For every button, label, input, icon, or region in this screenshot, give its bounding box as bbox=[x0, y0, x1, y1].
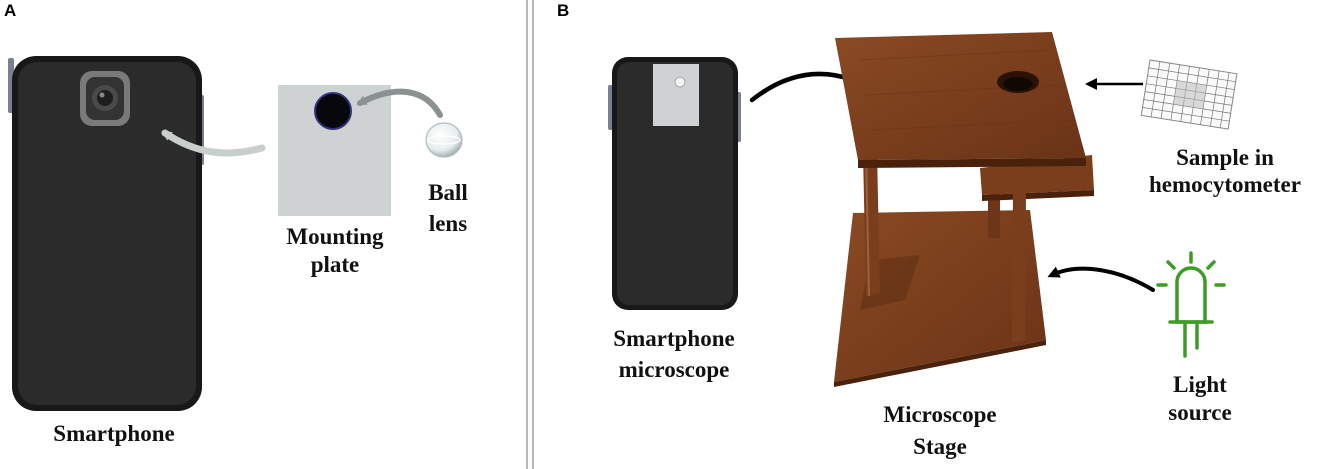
label-microscope-word: Microscope bbox=[883, 402, 996, 427]
hemocytometer-illustration bbox=[1140, 59, 1238, 130]
label-source: source bbox=[1168, 400, 1231, 425]
label-light: Light bbox=[1173, 372, 1227, 397]
stage-leg-front-right bbox=[1012, 188, 1026, 343]
label-hemocytometer: hemocytometer bbox=[1149, 172, 1301, 197]
arrow-plate-to-phone bbox=[161, 129, 266, 157]
label-microscope: microscope bbox=[619, 357, 730, 382]
arrow-light-to-stage bbox=[1047, 266, 1155, 292]
panel-b-letter: B bbox=[557, 1, 569, 20]
ball-lens-icon bbox=[425, 122, 463, 158]
microscope-phone-back bbox=[617, 62, 733, 305]
ball-lens-illustration bbox=[425, 122, 463, 158]
panel-a-letter: A bbox=[4, 1, 16, 20]
phone-back bbox=[18, 62, 196, 405]
label-sample-in: Sample in bbox=[1176, 145, 1274, 170]
mounting-plate-illustration bbox=[278, 85, 391, 216]
panel-b: B bbox=[557, 1, 1301, 459]
smartphone-microscope-illustration bbox=[608, 57, 741, 310]
arrow-phone-to-stage bbox=[749, 71, 858, 103]
label-plate: plate bbox=[311, 252, 360, 277]
label-lens: lens bbox=[429, 211, 467, 236]
smartphone-illustration bbox=[8, 56, 204, 411]
stage-top bbox=[835, 32, 1086, 160]
panel-divider bbox=[526, 0, 534, 469]
attached-lens-icon bbox=[674, 76, 686, 88]
attached-plate bbox=[653, 64, 699, 126]
label-ball: Ball bbox=[428, 180, 468, 205]
led-icon bbox=[1156, 251, 1226, 358]
microscope-stage-illustration bbox=[834, 32, 1094, 387]
plate-hole bbox=[314, 92, 352, 130]
label-mounting: Mounting bbox=[286, 224, 384, 249]
arrow-lens-to-plate bbox=[356, 88, 443, 118]
label-smartphone: Smartphone bbox=[53, 421, 174, 446]
label-stage: Stage bbox=[913, 434, 967, 459]
label-smartphone: Smartphone bbox=[613, 326, 734, 351]
stage-base bbox=[834, 210, 1046, 382]
panel-a: A Mounting plate Ball bbox=[4, 1, 468, 446]
